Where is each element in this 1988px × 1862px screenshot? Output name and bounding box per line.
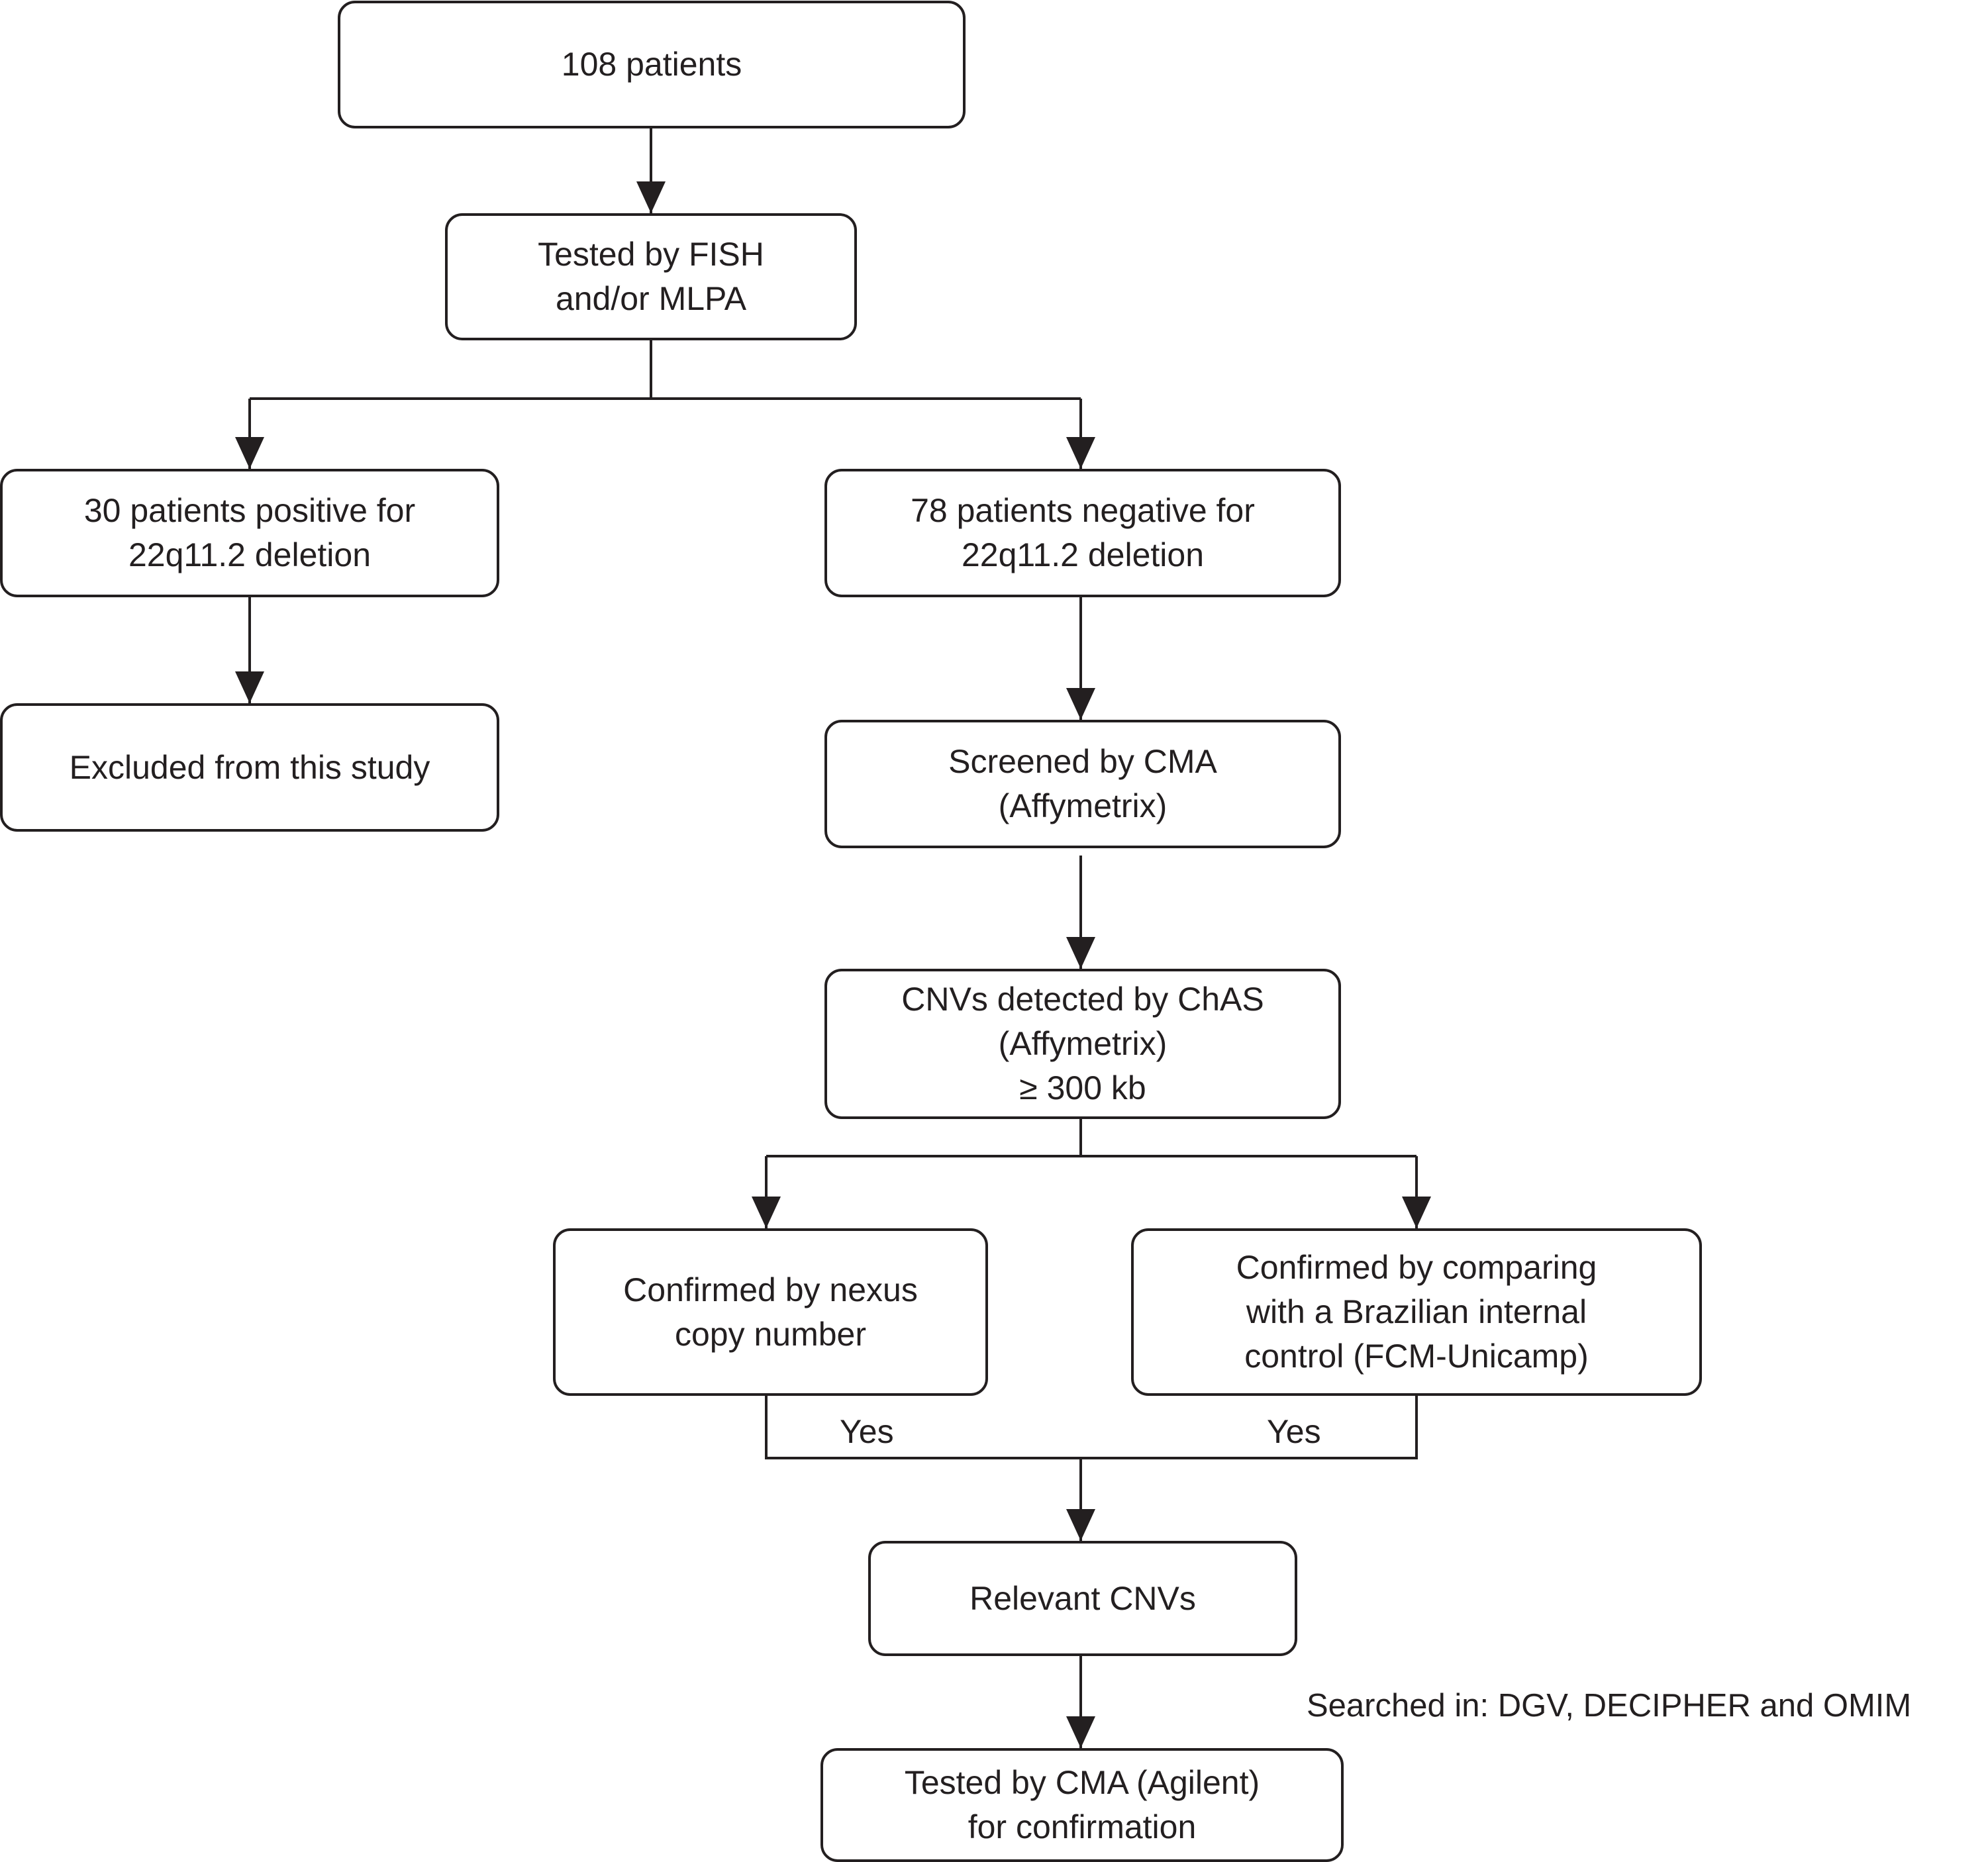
box-confirmed-brazilian-control: Confirmed by comparing with a Brazilian …	[1131, 1228, 1702, 1396]
box-agilent-line-2: for confirmation	[968, 1808, 1197, 1845]
box-tested-fish-mlpa: Tested by FISH and/or MLPA	[445, 213, 857, 340]
box-positive-line-1: 30 patients positive for	[83, 492, 416, 529]
label-yes-left: Yes	[840, 1413, 894, 1450]
box-excluded-line-1: Excluded from this study	[69, 748, 430, 786]
box-negative-22q11: 78 patients negative for 22q11.2 deletio…	[824, 469, 1341, 597]
box-screened-line-2: (Affymetrix)	[998, 787, 1168, 824]
label-yes-right: Yes	[1267, 1413, 1321, 1450]
box-screened-cma: Screened by CMA (Affymetrix)	[824, 720, 1341, 848]
box-brazil-line-1: Confirmed by comparing	[1236, 1249, 1597, 1286]
box-relevant-line-1: Relevant CNVs	[969, 1579, 1196, 1617]
box-tested-line-2: and/or MLPA	[555, 280, 747, 317]
box-cnvs-chas: CNVs detected by ChAS (Affymetrix) ≥ 300…	[824, 969, 1341, 1119]
box-positive-22q11: 30 patients positive for 22q11.2 deletio…	[0, 469, 499, 597]
box-tested-cma-agilent: Tested by CMA (Agilent) for confirmation	[820, 1748, 1344, 1862]
box-agilent-line-1: Tested by CMA (Agilent)	[904, 1764, 1260, 1801]
box-nexus-line-2: copy number	[674, 1315, 867, 1353]
box-brazil-line-3: control (FCM-Unicamp)	[1244, 1338, 1589, 1375]
box-positive-line-2: 22q11.2 deletion	[128, 536, 372, 573]
box-negative-line-2: 22q11.2 deletion	[961, 536, 1205, 573]
box-brazil-line-2: with a Brazilian internal	[1246, 1293, 1587, 1330]
box-108-patients-line-1: 108 patients	[561, 46, 742, 83]
box-tested-line-1: Tested by FISH	[538, 236, 764, 273]
box-relevant-cnvs: Relevant CNVs	[868, 1541, 1297, 1656]
label-searched-in: Searched in: DGV, DECIPHER and OMIM	[1307, 1688, 1912, 1724]
box-nexus-line-1: Confirmed by nexus	[623, 1271, 918, 1308]
connector-merge-bar	[765, 1396, 1418, 1459]
box-excluded: Excluded from this study	[0, 703, 499, 832]
box-108-patients: 108 patients	[338, 1, 966, 128]
box-screened-line-1: Screened by CMA	[948, 743, 1217, 780]
box-negative-line-1: 78 patients negative for	[911, 492, 1255, 529]
box-confirmed-nexus: Confirmed by nexus copy number	[553, 1228, 988, 1396]
box-cnvs-line-3: ≥ 300 kb	[1019, 1069, 1146, 1106]
box-cnvs-line-1: CNVs detected by ChAS	[901, 981, 1264, 1018]
box-cnvs-line-2: (Affymetrix)	[998, 1025, 1168, 1062]
